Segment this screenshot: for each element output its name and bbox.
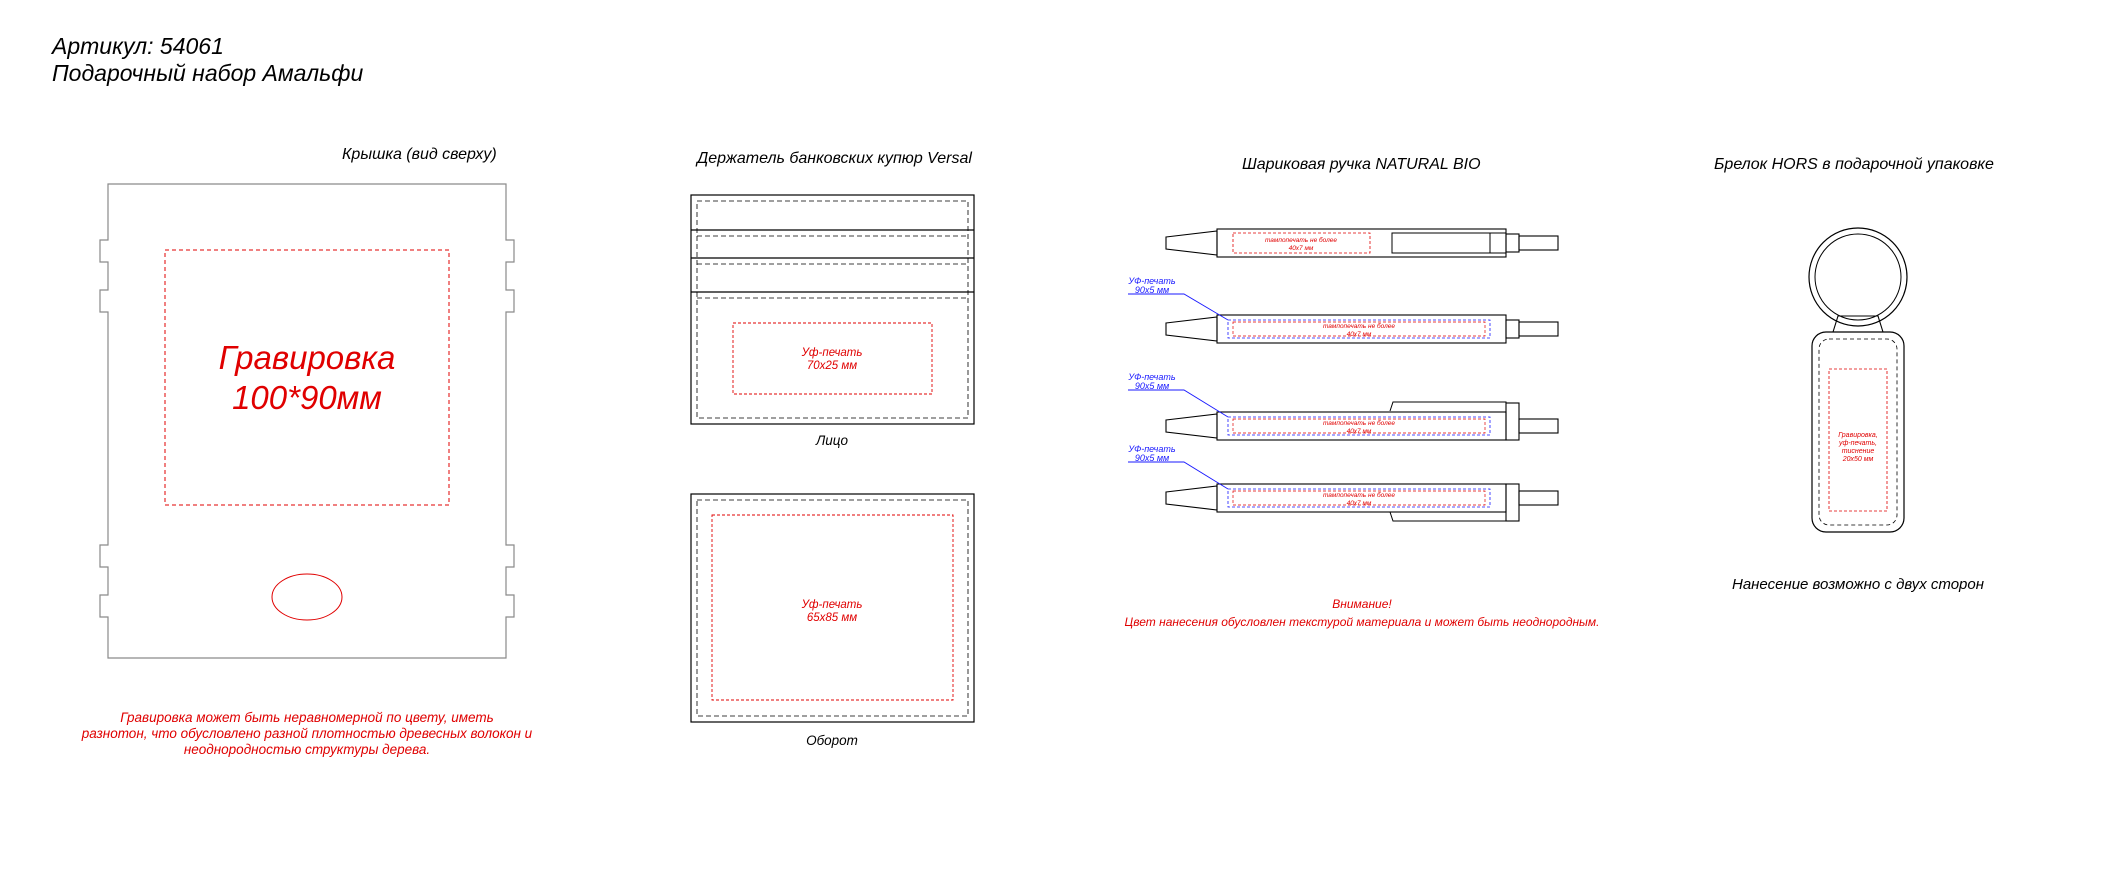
pen-2-plunger: [1518, 321, 1559, 337]
pen-1-pad-line1: тампопечать не более: [1265, 236, 1337, 244]
keychain-ring-outer: [1808, 227, 1908, 327]
pen-1-tip: [1165, 230, 1218, 256]
pen-4-drawing: тампопечать не более 40х7 мм УФ-печать 9…: [1127, 444, 1559, 522]
pen-attention-note: Цвет нанесения обусловлен текстурой мате…: [1125, 615, 1600, 629]
pen-4-pad-area: [1232, 490, 1486, 506]
lid-title: Крышка (вид сверху): [342, 146, 497, 163]
pen-4-clip: [1389, 511, 1507, 522]
holder-front-print-line2: 70х25 мм: [807, 360, 857, 372]
pen-4-uv-line1: УФ-печать: [1127, 444, 1175, 454]
pen-2-uv-line1: УФ-печать: [1127, 276, 1175, 286]
keychain-stitch: [1818, 338, 1898, 526]
pen-3-uv-line1: УФ-печать: [1127, 372, 1175, 382]
pen-1-pad-line2: 40х7 мм: [1289, 245, 1314, 252]
keychain-print-line2: уф-печать,: [1838, 440, 1877, 447]
holder-back-print-area: [711, 514, 954, 701]
keychain-tab: [1832, 315, 1884, 333]
pen-2-pad-area: [1232, 321, 1486, 337]
pen-3-pad-line1: тампопечать не более: [1323, 419, 1395, 427]
lid-note-line3: неоднородностью структуры дерева.: [184, 742, 430, 757]
pen-2-uv-line2: 90х5 мм: [1135, 285, 1169, 295]
holder-back-stitch: [696, 499, 969, 717]
holder-front-stitch: [696, 200, 969, 419]
lid-finger-cutout: [271, 573, 343, 621]
pen-2-pad-line2: 40х7 мм: [1347, 331, 1372, 338]
pen-1-plunger: [1518, 235, 1559, 251]
pen-3-pad-line2: 40х7 мм: [1347, 428, 1372, 435]
lid-drawing: Гравировка 100*90мм Гравировка может быт…: [81, 183, 533, 757]
pen-3-uv-leader: [1128, 389, 1229, 418]
holder-front-drawing: Уф-печать 70х25 мм Лицо: [690, 194, 975, 448]
pen-3-plunger: [1518, 418, 1559, 434]
pen-4-uv-line2: 90х5 мм: [1135, 453, 1169, 463]
keychain-ring-inner: [1814, 233, 1902, 321]
pen-1-button: [1505, 233, 1520, 253]
pen-2-tip: [1165, 316, 1218, 342]
article-number: Артикул: 54061: [52, 33, 224, 59]
pen-4-pad-line2: 40х7 мм: [1347, 500, 1372, 507]
keychain-title: Брелок HORS в подарочной упаковке: [1714, 156, 1994, 173]
pen-3-clip: [1389, 401, 1507, 412]
lid-outline: [99, 183, 515, 659]
pen-4-tip: [1165, 485, 1218, 511]
holder-back-drawing: Уф-печать 65х85 мм Оборот: [690, 493, 975, 748]
pen-1-drawing: тампопечать не более 40х7 мм: [1165, 228, 1559, 258]
lid-note-line1: Гравировка может быть неравномерной по ц…: [120, 710, 493, 725]
product-name: Подарочный набор Амальфи: [52, 60, 364, 86]
keychain-print-line1: Гравировка,: [1838, 432, 1877, 439]
pen-3-pad-area: [1232, 418, 1486, 434]
holder-back-print-line1: Уф-печать: [801, 599, 863, 611]
holder-front-outline: [690, 194, 975, 425]
keychain-print-line3: тиснение: [1842, 448, 1875, 455]
pen-4-button: [1505, 483, 1520, 522]
pen-2-uv-leader: [1128, 293, 1229, 321]
keychain-note: Нанесение возможно с двух сторон: [1732, 576, 1984, 593]
pen-3-drawing: тампопечать не более 40х7 мм УФ-печать 9…: [1127, 372, 1559, 441]
pen-2-pad-line1: тампопечать не более: [1323, 322, 1395, 330]
pen-4-uv-leader: [1128, 461, 1229, 490]
pen-1-clip: [1391, 232, 1507, 254]
keychain-print-line4: 20х50 мм: [1842, 456, 1874, 463]
pen-attention: Внимание!: [1332, 597, 1392, 611]
pen-3-tip: [1165, 413, 1218, 439]
pen-4-plunger: [1518, 490, 1559, 506]
holder-front-label: Лицо: [815, 433, 848, 448]
pen-4-uv-area: [1227, 488, 1491, 508]
pen-2-drawing: тампопечать не более 40х7 мм УФ-печать 9…: [1127, 276, 1559, 344]
lid-engraving-label-line1: Гравировка: [219, 339, 396, 376]
pen-4-pad-line1: тампопечать не более: [1323, 491, 1395, 499]
holder-title: Держатель банковских купюр Versal: [697, 150, 972, 167]
pen-3-uv-area: [1227, 416, 1491, 436]
holder-back-outline: [690, 493, 975, 723]
pen-2-uv-area: [1227, 319, 1491, 339]
lid-engraving-label-line2: 100*90мм: [232, 379, 382, 416]
lid-note-line2: разнотон, что обусловлено разной плотнос…: [81, 726, 533, 741]
pen-2-button: [1505, 319, 1520, 339]
keychain-body: [1811, 331, 1905, 533]
pen-1-pad-print-area: [1232, 232, 1371, 254]
holder-back-print-line2: 65х85 мм: [807, 612, 857, 624]
lid-engraving-area: [164, 249, 450, 506]
pen-title: Шариковая ручка NATURAL BIO: [1242, 156, 1481, 173]
holder-back-label: Оборот: [806, 733, 858, 748]
keychain-drawing: Гравировка, уф-печать, тиснение 20х50 мм: [1808, 227, 1908, 533]
pen-3-button: [1505, 402, 1520, 441]
holder-front-print-line1: Уф-печать: [801, 347, 863, 359]
pen-3-uv-line2: 90х5 мм: [1135, 381, 1169, 391]
